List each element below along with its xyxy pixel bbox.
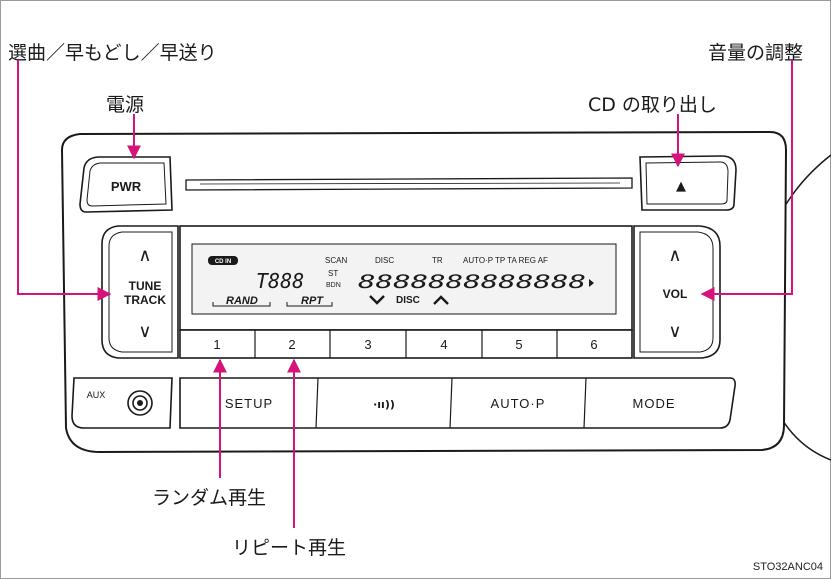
preset-button-6[interactable]: 6	[590, 337, 597, 352]
volume-callout-label: 音量の調整	[708, 42, 804, 64]
volume-label: VOL	[663, 287, 688, 301]
cd-slot	[185, 177, 633, 191]
track-callout-label: 選曲／早もどし／早送り	[8, 42, 217, 64]
function-button-row: SETUP ·ıı)) AUTO·P MODE	[179, 377, 736, 429]
volume-leader-line	[700, 60, 793, 301]
power-button[interactable]: PWR	[79, 156, 173, 213]
preset-button-4[interactable]: 4	[440, 337, 447, 352]
stereo-indicator: ST	[328, 269, 338, 278]
wireless-button-icon[interactable]: ·ıı))	[373, 398, 395, 411]
track-label: TRACK	[124, 293, 166, 307]
repeat-indicator: RPT	[301, 295, 324, 307]
track-number-display: T888	[256, 269, 304, 293]
aux-jack-panel: AUX	[71, 377, 173, 429]
bdn-indicator: BDN	[326, 282, 341, 289]
disc-indicator-bottom: DISC	[396, 295, 420, 306]
track-down-icon[interactable]: ∨	[138, 321, 151, 342]
random-callout-label: ランダム再生	[152, 487, 267, 509]
track-indicator: TR	[432, 256, 443, 265]
setup-button[interactable]: SETUP	[225, 396, 273, 411]
mode-button[interactable]: MODE	[633, 396, 676, 411]
preset-button-3[interactable]: 3	[364, 337, 371, 352]
power-callout-label: 電源	[106, 94, 145, 116]
preset-button-2[interactable]: 2	[288, 337, 295, 352]
eject-button[interactable]: ▲	[639, 155, 737, 211]
eject-icon: ▲	[676, 179, 686, 194]
lcd-display: CD IN SCAN DISC TR AUTO·P TP TA REG AF T…	[179, 225, 633, 331]
cd-in-indicator: CD IN	[215, 259, 231, 265]
track-leader-line	[17, 60, 112, 301]
random-indicator: RAND	[226, 295, 258, 307]
tune-track-rocker[interactable]: ∧ TUNE TRACK ∨	[101, 225, 179, 359]
preset-row: 1 2 3 4 5 6	[179, 329, 633, 359]
feature-indicators: AUTO·P TP TA REG AF	[463, 256, 548, 265]
repeat-callout-label: リピート再生	[232, 537, 347, 559]
preset-button-1[interactable]: 1	[213, 337, 220, 352]
aux-label: AUX	[87, 390, 106, 400]
volume-up-icon[interactable]: ∧	[668, 245, 681, 266]
tune-label: TUNE	[129, 279, 162, 293]
segment-text-display: 8888888888888	[358, 271, 586, 293]
track-up-icon[interactable]: ∧	[138, 245, 151, 266]
auto-p-button[interactable]: AUTO·P	[491, 396, 546, 411]
scan-indicator: SCAN	[325, 256, 347, 265]
image-code: STO32ANC04	[752, 561, 823, 573]
disc-indicator-top: DISC	[375, 256, 394, 265]
volume-rocker[interactable]: ∧ VOL ∨	[633, 225, 721, 359]
power-button-label: PWR	[111, 179, 142, 194]
eject-callout-label: CD の取り出し	[588, 94, 717, 116]
preset-button-5[interactable]: 5	[515, 337, 522, 352]
volume-down-icon[interactable]: ∨	[668, 321, 681, 342]
